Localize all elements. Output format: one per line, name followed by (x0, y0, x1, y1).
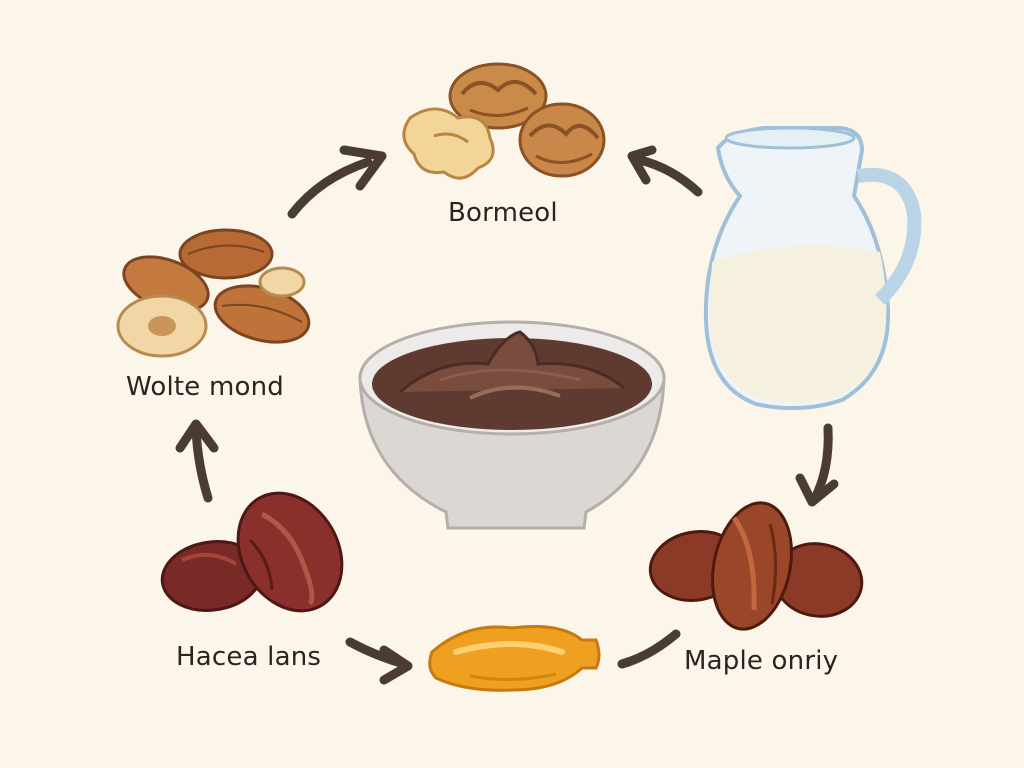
dates-icon (160, 491, 344, 613)
arrow-dates-to-almond-head (175, 419, 219, 453)
dates-icon-right (648, 501, 864, 631)
arrow-left-to-top-head (339, 145, 387, 191)
almond-icon (116, 228, 311, 358)
arrow-bl-to-syrup-head (379, 645, 413, 685)
arrow-left-to-top (287, 157, 373, 219)
chocolate-spread-bowl-icon (358, 320, 666, 530)
cycle-arrows (175, 145, 839, 685)
label-bottom-left: Hacea lans (176, 642, 322, 672)
arrow-right-down-head (795, 473, 839, 507)
maple-syrup-icon (428, 625, 601, 692)
label-left: Wolte mond (126, 372, 284, 402)
milk-jug-icon (703, 126, 922, 411)
arrow-dates-to-almond (191, 425, 213, 503)
arrow-right-to-top (635, 155, 703, 197)
arrow-right-to-top-head (627, 145, 657, 185)
arrow-bottom-right-to-syrup (617, 629, 681, 669)
label-top: Bormeol (448, 198, 558, 228)
label-bottom-right: Maple onriy (684, 646, 839, 676)
walnut-icon (402, 62, 606, 180)
